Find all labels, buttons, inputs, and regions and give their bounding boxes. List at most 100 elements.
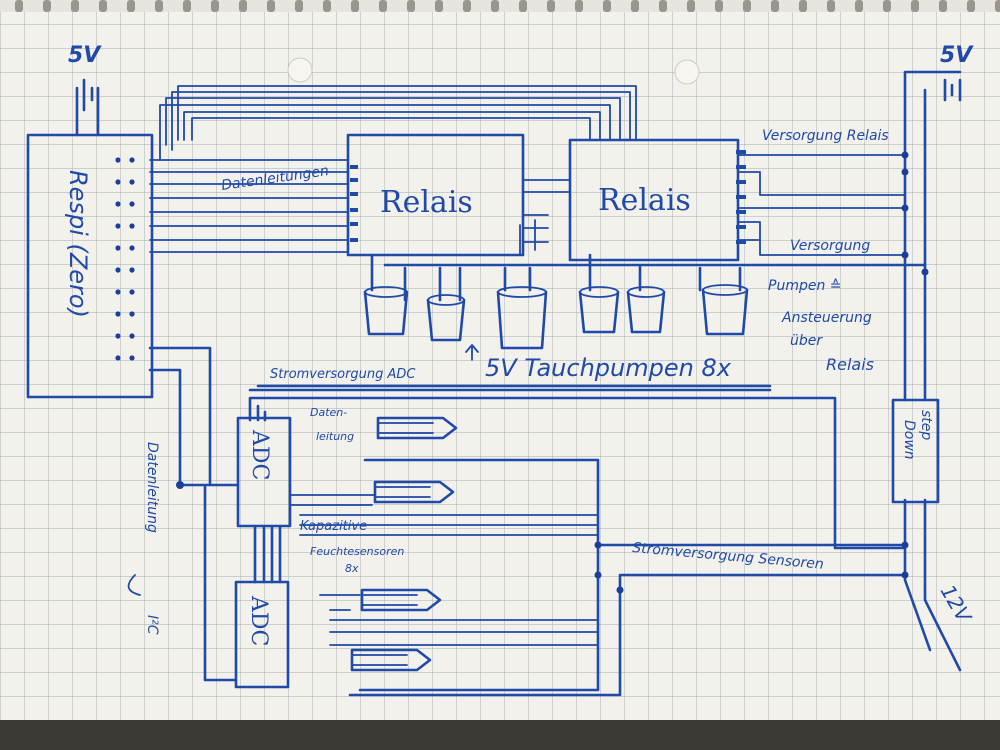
gpio-pin bbox=[129, 157, 135, 163]
gpio-pin bbox=[129, 245, 135, 251]
relay-1-label: Relais bbox=[380, 185, 473, 220]
spiral-ring bbox=[827, 0, 835, 12]
pump bbox=[578, 290, 620, 334]
sensor-caption: Daten- leitung Kapazitive Feuchtesensore… bbox=[300, 406, 404, 575]
gpio-pin bbox=[129, 355, 135, 361]
spiral-ring bbox=[715, 0, 723, 12]
gpio-pin bbox=[115, 267, 121, 273]
pump bbox=[363, 290, 409, 336]
spiral-ring bbox=[99, 0, 107, 12]
spiral-ring bbox=[295, 0, 303, 12]
label-data-line-i2c-2: I²C bbox=[144, 615, 160, 635]
adc-2: ADC bbox=[234, 580, 290, 689]
pump bbox=[626, 290, 666, 334]
pump-caption: Pumpen ≙ Ansteuerung über Relais 5V Tauc… bbox=[465, 278, 874, 382]
moisture-sensor bbox=[360, 588, 442, 612]
spiral-ring bbox=[43, 0, 51, 12]
gpio-pin bbox=[115, 355, 121, 361]
pump bbox=[426, 298, 466, 342]
spiral-ring bbox=[463, 0, 471, 12]
junctions-right bbox=[901, 151, 929, 276]
gpio-pin bbox=[129, 223, 135, 229]
spiral-ring bbox=[911, 0, 919, 12]
spiral-ring bbox=[799, 0, 807, 12]
spiral-binding bbox=[0, 0, 1000, 12]
step-down-label-1: step bbox=[918, 410, 934, 440]
label-pump-control-1: Pumpen ≙ bbox=[768, 278, 842, 294]
relay-pin bbox=[350, 238, 358, 242]
label-sensors-3: 8x bbox=[345, 562, 359, 575]
label-pump-control-2: Ansteuerung bbox=[781, 310, 872, 326]
relay-board-2: Relais bbox=[568, 138, 746, 262]
relay-board-1: Relais bbox=[346, 133, 525, 257]
label-data-small-1: Daten- bbox=[310, 406, 347, 419]
gpio-pin bbox=[129, 311, 135, 317]
label-sensors-1: Kapazitive bbox=[300, 519, 367, 534]
battery-5v-left: 5V bbox=[68, 43, 102, 137]
moisture-sensor bbox=[376, 416, 458, 440]
spiral-ring bbox=[519, 0, 527, 12]
spiral-ring bbox=[995, 0, 1000, 12]
spiral-ring bbox=[407, 0, 415, 12]
raspi-label: Respi (Zero) bbox=[64, 170, 92, 318]
punch-hole bbox=[287, 57, 313, 83]
gpio-pin bbox=[129, 201, 135, 207]
spiral-ring bbox=[659, 0, 667, 12]
spiral-ring bbox=[575, 0, 583, 12]
gpio-pin bbox=[115, 289, 121, 295]
spiral-ring bbox=[603, 0, 611, 12]
relay-2-label: Relais bbox=[598, 183, 691, 218]
label-data-line-i2c-1: Datenleitung bbox=[144, 442, 160, 533]
gpio-pin bbox=[115, 179, 121, 185]
gpio-pin bbox=[115, 333, 121, 339]
gpio-pin bbox=[115, 245, 121, 251]
gpio-pin bbox=[129, 289, 135, 295]
pump-group bbox=[363, 284, 749, 350]
relay-pin bbox=[736, 165, 746, 169]
spiral-ring bbox=[71, 0, 79, 12]
gpio-pin bbox=[129, 333, 135, 339]
pump bbox=[701, 288, 749, 336]
moisture-sensor bbox=[350, 648, 432, 672]
relay-pin bbox=[350, 208, 358, 212]
gpio-pin bbox=[129, 179, 135, 185]
label-data-small-2: leitung bbox=[316, 430, 354, 443]
spiral-ring bbox=[267, 0, 275, 12]
relay-pin bbox=[350, 165, 358, 169]
label-5v-right: 5V bbox=[940, 43, 974, 68]
spiral-ring bbox=[183, 0, 191, 12]
label-supply-relays: Versorgung Relais bbox=[762, 128, 889, 144]
spiral-ring bbox=[687, 0, 695, 12]
pump bbox=[496, 290, 548, 350]
label-supply: Versorgung bbox=[790, 238, 870, 254]
sensor-group bbox=[350, 416, 458, 672]
adc-2-label: ADC bbox=[246, 595, 271, 646]
battery-5v-right: 5V bbox=[903, 43, 974, 402]
spiral-ring bbox=[491, 0, 499, 12]
spiral-ring bbox=[435, 0, 443, 12]
spiral-ring bbox=[939, 0, 947, 12]
label-sensors-2: Feuchtesensoren bbox=[310, 545, 404, 558]
spiral-ring bbox=[239, 0, 247, 12]
relay-pin bbox=[736, 195, 746, 199]
spiral-ring bbox=[351, 0, 359, 12]
spiral-ring bbox=[771, 0, 779, 12]
spiral-ring bbox=[855, 0, 863, 12]
step-down-label-2: Down bbox=[901, 420, 917, 460]
gpio-pin bbox=[115, 157, 121, 163]
spiral-ring bbox=[883, 0, 891, 12]
relay-pin bbox=[350, 222, 358, 226]
relay-supply-lines: Versorgung Relais Versorgung bbox=[737, 128, 906, 256]
label-pump-control-4: Relais bbox=[826, 355, 874, 374]
relay-pin bbox=[736, 240, 746, 244]
spiral-ring bbox=[127, 0, 135, 12]
moisture-sensor bbox=[373, 480, 455, 504]
spiral-ring bbox=[379, 0, 387, 12]
label-pumps: 5V Tauchpumpen 8x bbox=[485, 354, 732, 382]
gpio-pin bbox=[115, 201, 121, 207]
label-5v-left: 5V bbox=[68, 43, 102, 68]
adc-1: ADC bbox=[236, 416, 292, 528]
spiral-ring bbox=[631, 0, 639, 12]
relay-pin bbox=[736, 225, 746, 229]
